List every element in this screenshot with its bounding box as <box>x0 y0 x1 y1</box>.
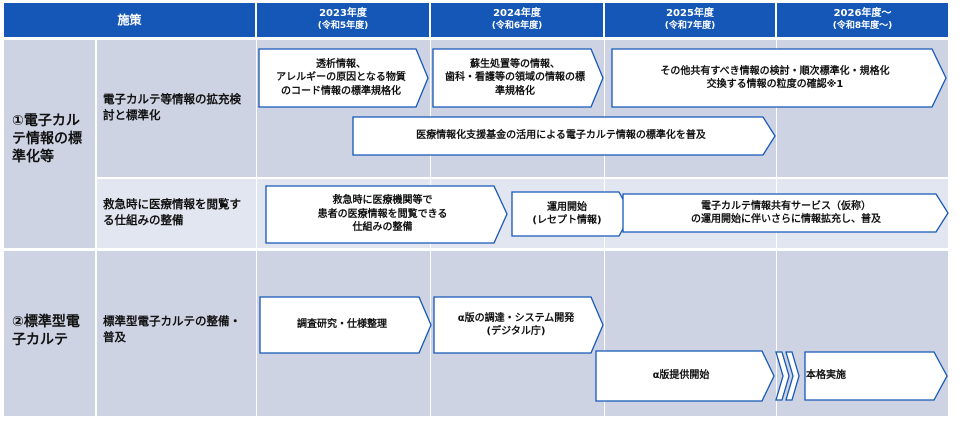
row-label-text: 標準型電子カルテの整備・普及 <box>103 314 241 344</box>
chevron-shape <box>775 351 790 401</box>
arrow-shape <box>265 185 508 244</box>
row-label-1: 電子カルテ等情報の拡充検討と標準化 <box>97 92 255 132</box>
year-sublabel: (令和7年度) <box>664 20 716 31</box>
arrow-shape <box>622 193 949 233</box>
column-divider <box>256 40 257 416</box>
header-policy: 施策 <box>4 3 255 37</box>
arrow-shape <box>433 296 604 354</box>
header-year-2025: 2025年度 (令和7年度) <box>605 3 775 37</box>
arrow-shape <box>595 350 775 402</box>
year-label: 2025年度 <box>666 8 714 20</box>
header-year-2023: 2023年度 (令和5年度) <box>257 3 429 37</box>
arrow-shape <box>259 296 432 354</box>
year-label: 2026年度～ <box>833 8 892 20</box>
arrow-shape <box>511 191 632 237</box>
year-sublabel: (令和5年度) <box>317 20 369 31</box>
arrow-shape <box>804 351 948 401</box>
section-title-text: ②標準型電子カルテ <box>12 314 80 349</box>
arrow-shape <box>258 48 429 108</box>
row-label-text: 電子カルテ等情報の拡充検討と標準化 <box>103 92 241 122</box>
year-sublabel: (令和6年度) <box>491 20 543 31</box>
row-label-text: 救急時に医療情報を閲覧する仕組みの整備 <box>103 197 241 227</box>
row-label-2: 救急時に医療情報を閲覧する仕組みの整備 <box>97 197 255 237</box>
year-sublabel: (令和8年度～) <box>832 20 893 31</box>
year-label: 2023年度 <box>319 8 367 20</box>
row-label-3: 標準型電子カルテの整備・普及 <box>97 314 255 354</box>
header-policy-label: 施策 <box>117 12 142 27</box>
header-year-2026: 2026年度～ (令和8年度～) <box>777 3 948 37</box>
section-title-text: ①電子カルテ情報の標準化等 <box>12 113 82 166</box>
section-title-1: ①電子カルテ情報の標準化等 <box>4 40 95 248</box>
section-title-2: ②標準型電子カルテ <box>4 251 95 416</box>
header-year-2024: 2024年度 (令和6年度) <box>431 3 603 37</box>
chevron-shape <box>785 351 800 401</box>
arrow-shape <box>432 48 604 108</box>
year-label: 2024年度 <box>493 8 541 20</box>
arrow-shape <box>611 48 947 108</box>
arrow-shape <box>352 116 776 156</box>
